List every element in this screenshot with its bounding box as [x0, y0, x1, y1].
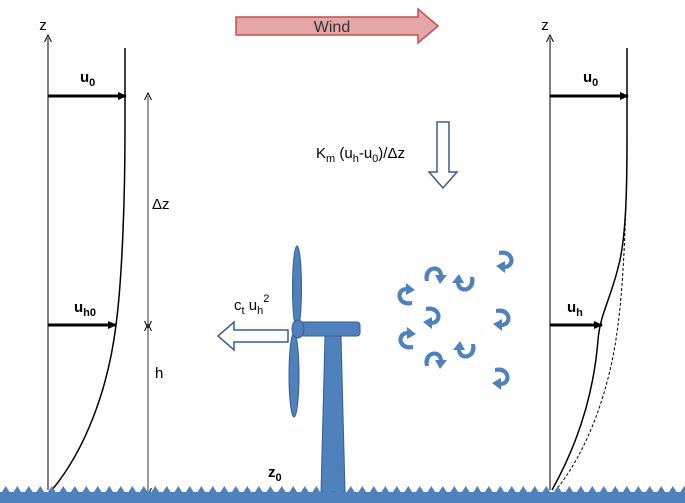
thrust-force: ct uh2 [216, 293, 289, 352]
curved-arrow-icon [493, 308, 511, 331]
arrow-right-icon [235, 7, 440, 45]
curved-arrow-icon [453, 341, 476, 359]
h-label: h [155, 365, 163, 382]
turbine-nacelle [299, 321, 361, 337]
curved-arrow-icon [452, 274, 475, 292]
right-velocity-profile: z u0 uh [541, 17, 629, 491]
curved-arrow-icon [424, 351, 447, 369]
dimension-lines: Δz h [148, 96, 170, 492]
wind-label: Wind [314, 19, 350, 36]
turbine-blade-lower [288, 332, 300, 418]
wind-arrow: Wind [235, 7, 440, 45]
turbulent-eddies [397, 250, 514, 390]
curved-arrow-icon [424, 266, 447, 284]
flux-label: Km (uh-u0)/Δz [316, 145, 405, 165]
right-wake-curve [551, 48, 628, 491]
right-reference-curve [555, 48, 628, 491]
momentum-flux: Km (uh-u0)/Δz [316, 121, 459, 190]
left-velocity-profile: z u0 uh0 [39, 17, 127, 491]
arrow-down-icon [427, 121, 459, 190]
delta-z-label: Δz [152, 196, 170, 213]
wind-turbine [288, 245, 361, 493]
left-z-axis-label: z [39, 17, 47, 34]
turbine-hub [291, 319, 305, 339]
curved-arrow-icon [423, 306, 441, 329]
thrust-label: ct uh2 [234, 293, 269, 317]
left-profile-curve [51, 48, 126, 491]
curved-arrow-icon [398, 327, 416, 350]
uh0-label: uh0 [74, 299, 96, 319]
curved-arrow-icon [492, 367, 510, 390]
ground-roughness [0, 486, 685, 503]
ground-surface [0, 486, 685, 503]
right-z-axis-label: z [541, 17, 549, 34]
right-u0-label: u0 [583, 69, 598, 89]
z0-label: z0 [268, 464, 282, 484]
curved-arrow-icon [496, 250, 514, 273]
turbine-tower [320, 335, 346, 493]
arrow-left-icon [216, 320, 289, 352]
uh-label: uh [567, 299, 583, 319]
curved-arrow-icon [397, 283, 415, 306]
left-u0-label: u0 [80, 69, 95, 89]
turbine-blade-upper [292, 245, 302, 331]
